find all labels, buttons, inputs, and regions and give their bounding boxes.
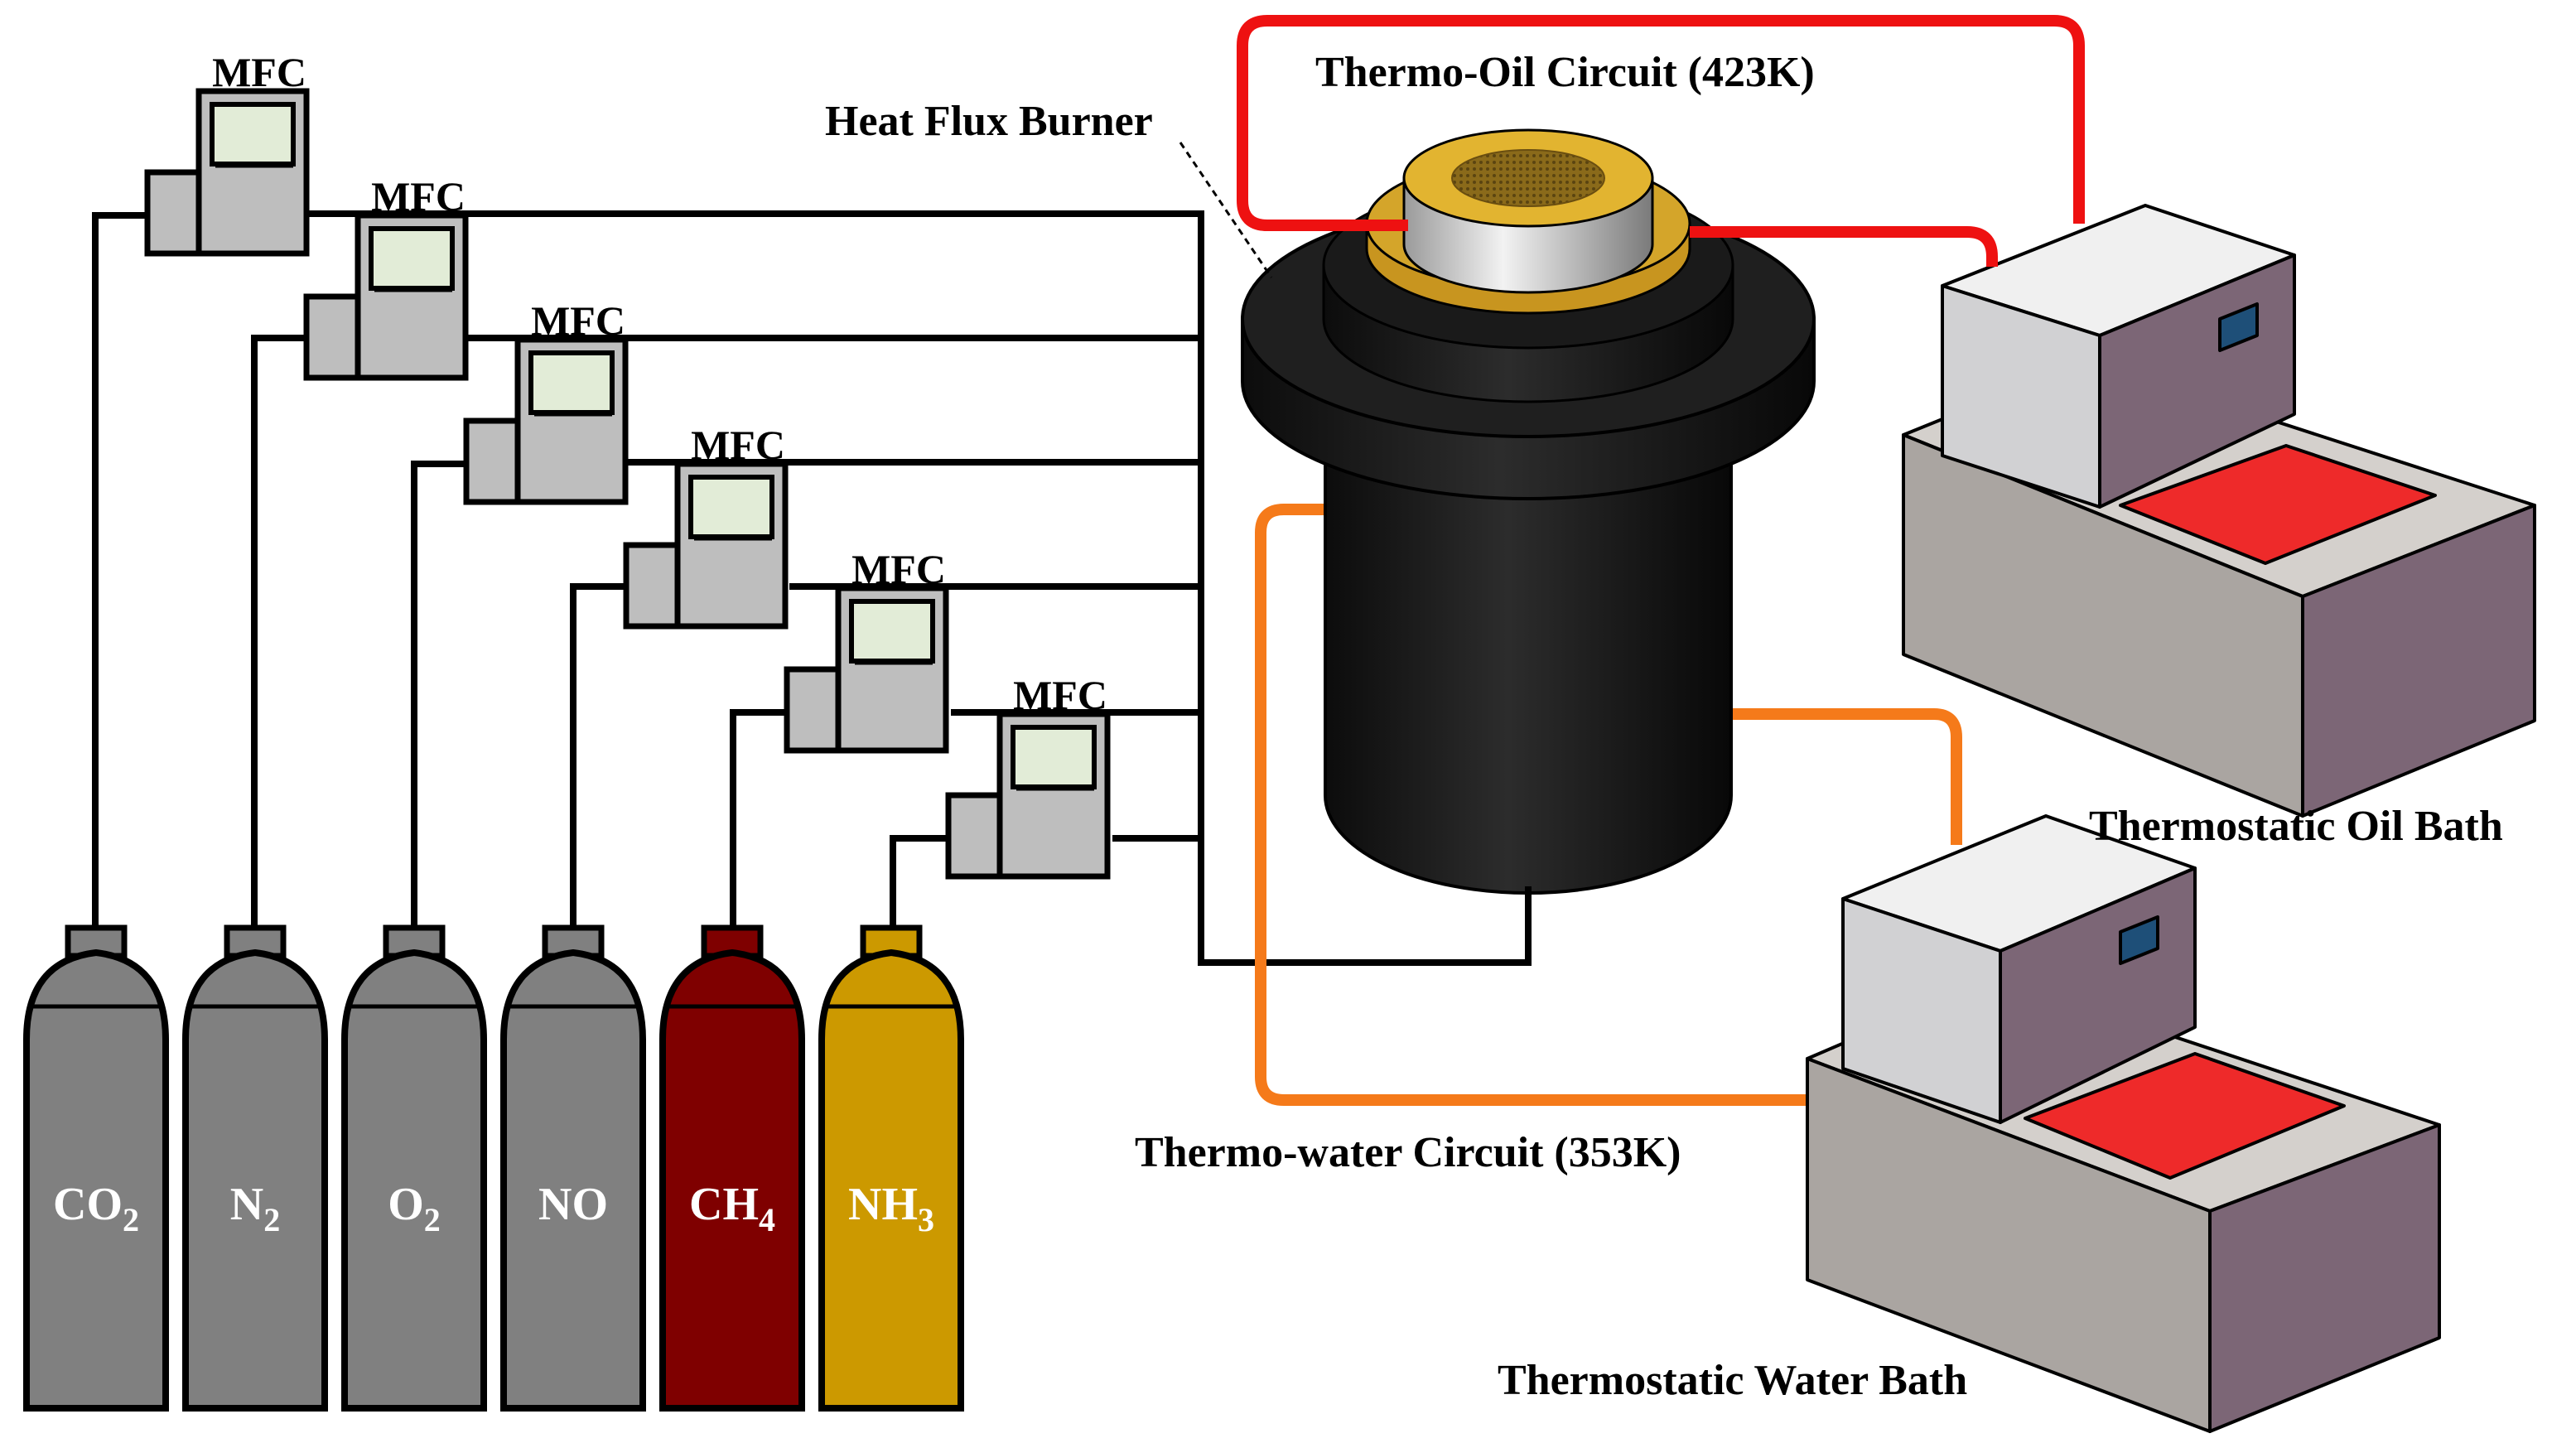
mfc-label: MFC bbox=[851, 546, 946, 592]
feed-line-nh3 bbox=[890, 835, 949, 932]
mfc-screen bbox=[1011, 725, 1097, 789]
burner-perforated-plate bbox=[1451, 149, 1605, 207]
mfc-base bbox=[144, 169, 209, 257]
thermo-water-circuit bbox=[1255, 504, 1962, 1106]
mfc-unit: MFC bbox=[945, 672, 1111, 880]
cylinder-label: O2 bbox=[388, 1179, 441, 1238]
bath-red-surface bbox=[2024, 1052, 2346, 1180]
water-bath-label: Thermostatic Water Bath bbox=[1498, 1357, 1967, 1404]
feed-line-co2 bbox=[92, 212, 149, 932]
thermostatic-water-bath bbox=[1806, 814, 2441, 1433]
mfc-label: MFC bbox=[212, 49, 306, 95]
cylinder-body bbox=[341, 948, 487, 1412]
gas-cylinder: N2 bbox=[182, 924, 328, 1412]
mfc-unit: MFC bbox=[144, 49, 310, 257]
mfc-base bbox=[784, 666, 848, 754]
bath-base-right bbox=[2301, 504, 2536, 818]
cylinder-body bbox=[182, 948, 328, 1412]
cylinder-body bbox=[818, 948, 964, 1412]
cylinder-body bbox=[500, 948, 646, 1412]
thermostatic-oil-bath bbox=[1902, 204, 2536, 818]
mfc-unit: MFC bbox=[463, 297, 629, 505]
mfc-label: MFC bbox=[1013, 672, 1107, 718]
cylinder-label: N2 bbox=[230, 1179, 280, 1238]
cylinder-label: NO bbox=[538, 1179, 608, 1230]
mfc-screen bbox=[849, 599, 935, 664]
gas-cylinder: NO bbox=[500, 924, 646, 1412]
mfc-screen bbox=[369, 226, 455, 291]
heat-flux-burner bbox=[1241, 128, 1816, 895]
feed-line-no bbox=[570, 583, 628, 932]
cylinder-label: NH3 bbox=[848, 1179, 934, 1238]
feed-line-ch4 bbox=[730, 709, 788, 932]
mfc-screen bbox=[528, 350, 615, 415]
gas-cylinder: CO2 bbox=[23, 924, 169, 1412]
oil-bath-label: Thermostatic Oil Bath bbox=[2089, 803, 2503, 850]
display-window bbox=[2218, 302, 2259, 352]
mfc-label: MFC bbox=[531, 297, 625, 344]
thermo-oil-circuit bbox=[1237, 15, 2085, 267]
gas-cylinder: O2 bbox=[341, 924, 487, 1412]
burner-label: Heat Flux Burner bbox=[825, 98, 1153, 145]
cylinder-body bbox=[659, 948, 805, 1412]
mfc-unit: MFC bbox=[303, 173, 469, 381]
cylinder-label: CO2 bbox=[53, 1179, 139, 1238]
mfc-screen bbox=[688, 475, 774, 539]
mfc-screen bbox=[210, 102, 296, 166]
cylinder-label: CH4 bbox=[689, 1179, 775, 1238]
water-circuit-label: Thermo-water Circuit (353K) bbox=[1135, 1129, 1681, 1176]
cylinder-body bbox=[23, 948, 169, 1412]
burner-leader-line bbox=[1179, 142, 1273, 278]
bath-red-surface bbox=[2119, 444, 2437, 565]
feed-line-n2 bbox=[251, 335, 308, 932]
oil-circuit-label: Thermo-Oil Circuit (423K) bbox=[1315, 49, 1815, 96]
burner-lower-body bbox=[1324, 429, 1733, 895]
mfc-label: MFC bbox=[691, 422, 785, 468]
gas-cylinder: CH4 bbox=[659, 924, 805, 1412]
mfc-unit: MFC bbox=[784, 546, 949, 754]
display-window bbox=[2119, 915, 2159, 965]
bath-base-right bbox=[2208, 1123, 2441, 1433]
mfc-unit: MFC bbox=[623, 422, 789, 630]
feed-line-o2 bbox=[411, 461, 469, 932]
gas-cylinder: NH3 bbox=[818, 924, 964, 1412]
mfc-label: MFC bbox=[371, 173, 466, 220]
